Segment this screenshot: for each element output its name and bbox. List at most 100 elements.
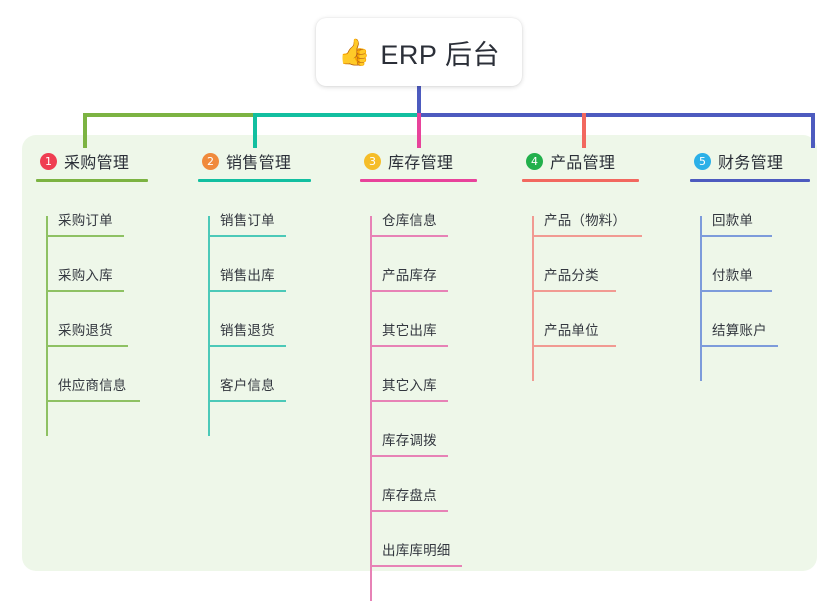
thumbs-up-icon: 👍 [338,37,371,67]
bus-segment-3 [419,113,815,117]
list-item-label: 库存盘点 [382,488,437,503]
list-item-underline [700,290,772,292]
column-title: 财务管理 [718,155,784,172]
list-item-label: 仓库信息 [382,213,437,228]
list-item-underline [208,235,286,237]
list-item[interactable]: 采购退货 [36,292,196,347]
column-badge: 2 [202,152,219,170]
column-underline [198,179,311,182]
list-item-label: 其它入库 [382,378,437,393]
list-item[interactable]: 产品分类 [522,237,682,292]
list-item[interactable]: 产品（物料） [522,182,682,237]
list-item-label: 回款单 [712,213,754,228]
list-item-underline [370,235,448,237]
list-item-label: 销售出库 [220,268,275,283]
list-item-underline [46,345,128,347]
drop-connector-3 [417,113,421,148]
list-item[interactable]: 客户信息 [198,347,358,402]
list-item[interactable]: 付款单 [690,237,839,292]
list-item-label: 其它出库 [382,323,437,338]
drop-connector-4 [582,113,586,148]
root-node[interactable]: 👍 ERP 后台 [316,18,522,86]
list-item[interactable]: 其它出库 [360,292,520,347]
column-underline [690,179,810,182]
list-item-underline [46,400,140,402]
list-item-underline [46,235,124,237]
list-item-underline [532,345,616,347]
column-header[interactable]: 2 销售管理 [198,148,358,174]
list-item-label: 销售订单 [220,213,275,228]
list-item[interactable]: 供应商信息 [36,347,196,402]
list-item-label: 产品（物料） [544,213,627,228]
list-item-underline [700,345,778,347]
list-item-underline [532,290,616,292]
list-item-label: 产品单位 [544,323,599,338]
column-items: 回款单付款单结算账户 [690,182,839,381]
list-item-underline [208,345,286,347]
diagram-panel-background [22,135,817,571]
column-title: 产品管理 [550,155,616,172]
list-item[interactable]: 结算账户 [690,292,839,347]
list-item-label: 供应商信息 [58,378,127,393]
list-item-underline [370,510,448,512]
list-item-underline [370,290,448,292]
list-item-underline [46,290,124,292]
list-item-label: 采购退货 [58,323,113,338]
list-item-underline [370,565,462,567]
list-item-label: 付款单 [712,268,754,283]
column-spine [370,216,372,601]
list-item[interactable]: 销售订单 [198,182,358,237]
drop-connector-5 [811,113,815,148]
column-title: 库存管理 [388,155,454,172]
column-product: 4 产品管理 产品（物料） 产品分类产品单位 [522,148,682,381]
list-item[interactable]: 产品单位 [522,292,682,347]
list-item-underline [532,235,642,237]
column-title: 销售管理 [226,155,292,172]
bus-segment-2 [255,113,419,117]
list-item-label: 出库库明细 [382,543,451,558]
column-title: 采购管理 [64,155,130,172]
column-finance: 5 财务管理 回款单付款单结算账户 [690,148,839,381]
list-item-underline [370,400,448,402]
list-item-label: 采购订单 [58,213,113,228]
column-spine [700,216,702,381]
column-underline [360,179,477,182]
list-item-underline [700,235,772,237]
list-item-underline [370,455,448,457]
list-item-underline [370,345,448,347]
drop-connector-2 [253,113,257,148]
list-item-label: 产品分类 [544,268,599,283]
column-header[interactable]: 1 采购管理 [36,148,196,174]
column-header[interactable]: 5 财务管理 [690,148,839,174]
column-spine [208,216,210,436]
list-item[interactable]: 回款单 [690,182,839,237]
column-header[interactable]: 3 库存管理 [360,148,520,174]
column-items: 产品（物料） 产品分类产品单位 [522,182,682,381]
list-item-label: 销售退货 [220,323,275,338]
list-item[interactable]: 库存调拨 [360,402,520,457]
column-header[interactable]: 4 产品管理 [522,148,682,174]
column-items: 销售订单销售出库销售退货客户信息 [198,182,358,436]
list-item[interactable]: 产品库存 [360,237,520,292]
column-badge: 4 [526,152,543,170]
column-badge: 5 [694,152,711,170]
list-item[interactable]: 库存盘点 [360,457,520,512]
list-item-label: 产品库存 [382,268,437,283]
list-item-label: 结算账户 [712,323,767,338]
list-item[interactable]: 销售退货 [198,292,358,347]
column-purchase: 1 采购管理 采购订单采购入库采购退货供应商信息 [36,148,196,436]
column-badge: 3 [364,152,381,170]
list-item-label: 采购入库 [58,268,113,283]
list-item[interactable]: 销售出库 [198,237,358,292]
column-spine [46,216,48,436]
list-item-label: 客户信息 [220,378,275,393]
list-item[interactable]: 采购订单 [36,182,196,237]
root-node-label: ERP 后台 [380,39,500,70]
list-item[interactable]: 其它入库 [360,347,520,402]
column-underline [522,179,639,182]
column-spine [532,216,534,381]
list-item[interactable]: 仓库信息 [360,182,520,237]
drop-connector-1 [83,113,87,148]
list-item[interactable]: 出库库明细 [360,512,520,567]
list-item[interactable]: 采购入库 [36,237,196,292]
